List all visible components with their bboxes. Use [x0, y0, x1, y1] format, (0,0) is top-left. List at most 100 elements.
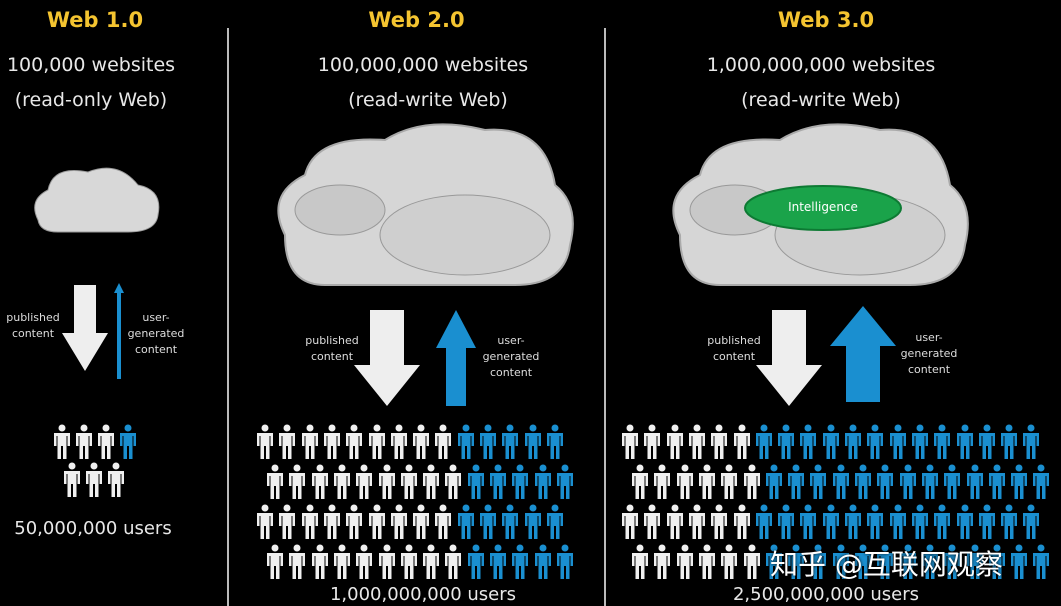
person-icon-blue: [478, 504, 498, 544]
person-icon-blue: [118, 424, 138, 464]
person-icon-blue: [808, 544, 828, 584]
person-icon-white: [675, 464, 695, 504]
person-icon-blue: [853, 544, 873, 584]
person-icon-white: [630, 544, 650, 584]
person-icon-white: [389, 504, 409, 544]
person-icon-white: [322, 424, 342, 464]
person-icon-white: [665, 504, 685, 544]
person-icon-blue: [754, 424, 774, 464]
person-icon-blue: [456, 424, 476, 464]
person-icon-white: [265, 464, 285, 504]
person-icon-blue: [808, 464, 828, 504]
person-icon-white: [709, 424, 729, 464]
person-icon-white: [367, 424, 387, 464]
person-icon-white: [421, 544, 441, 584]
person-icon-white: [620, 424, 640, 464]
person-icon-white: [742, 544, 762, 584]
person-icon-blue: [932, 504, 952, 544]
person-icon-blue: [466, 544, 486, 584]
person-icon-white: [255, 504, 275, 544]
person-icon-blue: [987, 544, 1007, 584]
person-icon-white: [697, 464, 717, 504]
person-icon-blue: [865, 504, 885, 544]
person-icon-white: [332, 464, 352, 504]
person-icon-white: [411, 424, 431, 464]
person-icon-white: [106, 462, 126, 502]
divider: [227, 28, 229, 606]
person-icon-white: [74, 424, 94, 464]
web3-up-label: user-generated content: [900, 331, 958, 376]
person-icon-white: [354, 464, 374, 504]
person-icon-blue: [555, 544, 575, 584]
person-icon-blue: [478, 424, 498, 464]
person-icon-blue: [942, 464, 962, 504]
person-icon-white: [742, 464, 762, 504]
web3-type: (read-write Web): [741, 89, 901, 111]
web1-type: (read-only Web): [14, 89, 168, 111]
person-icon-blue: [932, 424, 952, 464]
person-icon-blue: [533, 464, 553, 504]
person-icon-white: [310, 464, 330, 504]
person-icon-blue: [533, 544, 553, 584]
person-icon-white: [377, 464, 397, 504]
person-icon-blue: [888, 424, 908, 464]
web3-users: 2,500,000,000 users: [732, 584, 920, 605]
person-icon-blue: [786, 544, 806, 584]
person-icon-blue: [843, 504, 863, 544]
person-icon-blue: [955, 424, 975, 464]
person-icon-white: [300, 504, 320, 544]
up-arrow-icon: [114, 283, 124, 379]
person-icon-blue: [786, 464, 806, 504]
person-icon-blue: [466, 464, 486, 504]
cloud-icon: [277, 123, 574, 286]
person-icon-blue: [510, 544, 530, 584]
person-icon-blue: [831, 464, 851, 504]
person-icon-white: [443, 464, 463, 504]
person-icon-white: [433, 504, 453, 544]
person-icon-blue: [821, 504, 841, 544]
web3-title: Web 3.0: [777, 8, 875, 32]
web2-sites: 100,000,000 websites: [317, 54, 529, 76]
person-icon-white: [642, 424, 662, 464]
person-icon-white: [389, 424, 409, 464]
person-icon-blue: [920, 464, 940, 504]
person-icon-blue: [764, 464, 784, 504]
person-icon-white: [421, 464, 441, 504]
person-icon-white: [96, 424, 116, 464]
up-arrow-icon: [436, 310, 476, 406]
person-icon-blue: [754, 504, 774, 544]
person-icon-white: [344, 424, 364, 464]
person-icon-white: [255, 424, 275, 464]
person-icon-blue: [965, 464, 985, 504]
person-icon-blue: [1009, 544, 1029, 584]
person-icon-white: [675, 544, 695, 584]
person-icon-white: [287, 464, 307, 504]
person-icon-white: [332, 544, 352, 584]
person-icon-white: [322, 504, 342, 544]
intelligence-label: Intelligence: [788, 200, 858, 214]
down-arrow-icon: [62, 285, 108, 371]
down-arrow-icon: [354, 310, 420, 406]
person-icon-blue: [955, 504, 975, 544]
person-icon-blue: [965, 544, 985, 584]
person-icon-white: [84, 462, 104, 502]
web1-title: Web 1.0: [46, 8, 144, 32]
person-icon-white: [665, 424, 685, 464]
down-arrow-icon: [756, 310, 822, 406]
person-icon-blue: [555, 464, 575, 504]
person-icon-white: [287, 544, 307, 584]
cloud-icon: [34, 167, 160, 233]
person-icon-white: [399, 464, 419, 504]
watermark: 知乎 @互联网观察: [770, 548, 1003, 581]
person-icon-blue: [500, 424, 520, 464]
person-icon-blue: [1021, 424, 1041, 464]
person-icon-white: [687, 424, 707, 464]
person-icon-white: [411, 504, 431, 544]
person-icon-white: [642, 504, 662, 544]
person-icon-blue: [510, 464, 530, 504]
person-icon-white: [277, 504, 297, 544]
person-icon-blue: [776, 504, 796, 544]
person-icon-blue: [500, 504, 520, 544]
web2-users: 1,000,000,000 users: [329, 584, 517, 605]
person-icon-blue: [898, 544, 918, 584]
